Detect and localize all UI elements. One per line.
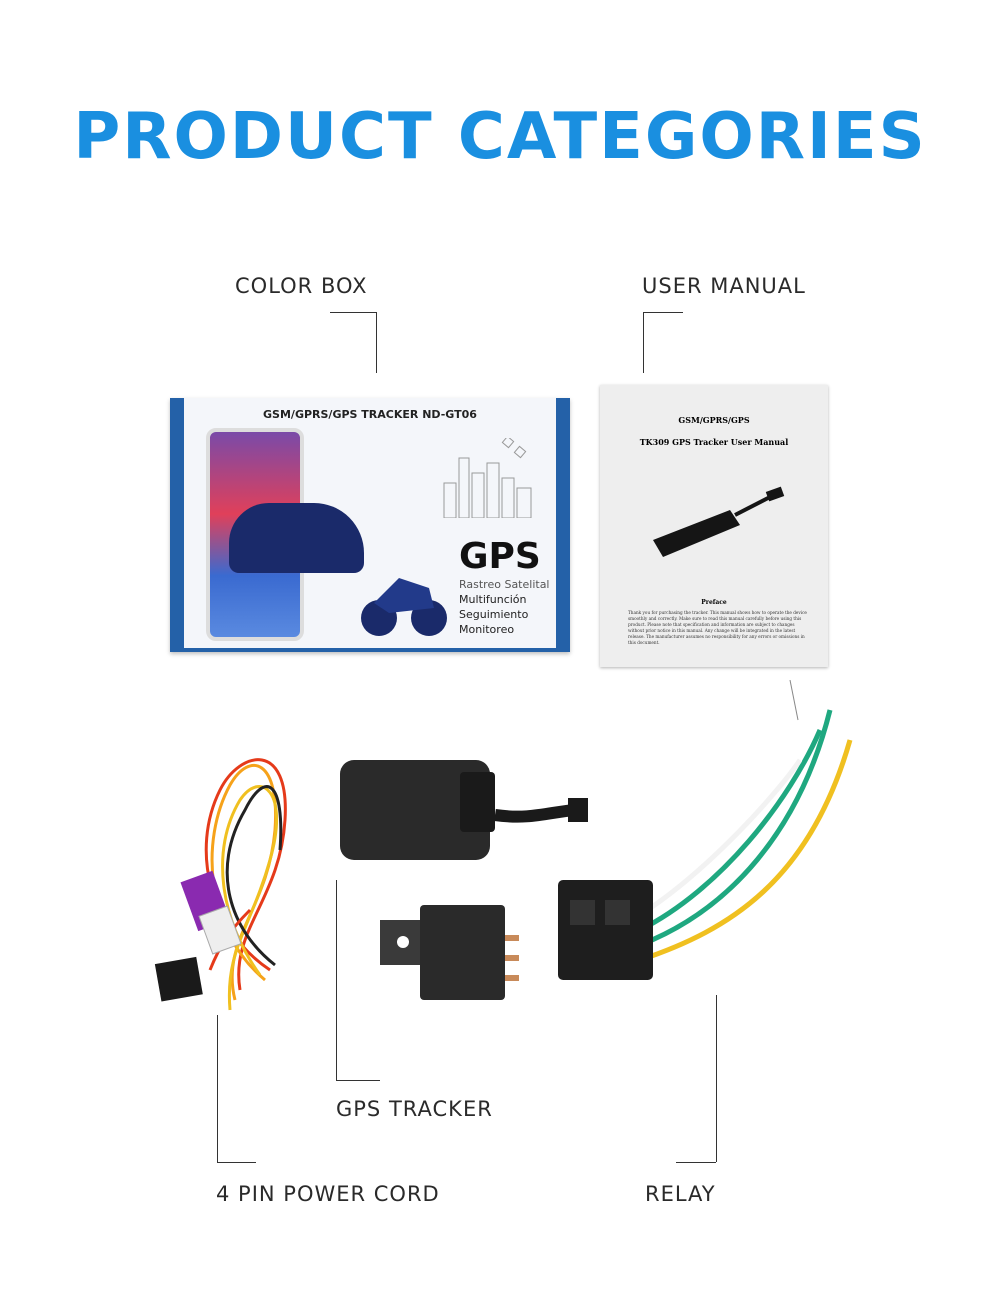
leader-line <box>376 312 377 373</box>
user-manual-image: GSM/GPRS/GPS TK309 GPS Tracker User Manu… <box>600 385 828 667</box>
box-heading: GSM/GPRS/GPS TRACKER ND-GT06 <box>263 408 477 421</box>
leader-line <box>336 1080 380 1081</box>
manual-section: Preface <box>701 599 727 606</box>
relay-image <box>380 905 519 1000</box>
leader-line <box>643 312 683 313</box>
label-color-box: COLOR BOX <box>235 274 368 298</box>
box-line: Multifunción <box>459 593 527 606</box>
power-cord-image <box>154 758 287 1011</box>
manual-body: Thank you for purchasing the tracker. Th… <box>628 610 807 645</box>
leader-line <box>217 1162 256 1163</box>
box-gps-text: GPS <box>459 536 541 577</box>
color-box-image: GSM/GPRS/GPS TRACKER ND-GT06 GPS Rastreo… <box>170 398 570 652</box>
gps-tracker-image <box>340 760 588 860</box>
leader-line <box>716 995 717 1162</box>
box-line: Rastreo Satelital <box>459 578 550 591</box>
box-line: Monitoreo <box>459 623 515 636</box>
label-user-manual: USER MANUAL <box>642 274 806 298</box>
leader-line <box>217 1015 218 1162</box>
leader-line <box>676 1162 716 1163</box>
motorcycle-illustration <box>361 578 447 636</box>
manual-title: TK309 GPS Tracker User Manual <box>639 437 789 447</box>
leader-line <box>643 312 644 373</box>
label-gps-tracker: GPS TRACKER <box>336 1097 493 1121</box>
manual-line: GSM/GPRS/GPS <box>678 415 750 425</box>
leader-line <box>330 312 376 313</box>
leader-line <box>336 880 337 1080</box>
box-line: Seguimiento <box>459 608 529 621</box>
relay-socket-image <box>558 680 853 980</box>
city-skyline-illustration <box>443 438 532 518</box>
car-illustration <box>229 503 364 573</box>
tracker-photo <box>653 486 785 557</box>
page-title: PRODUCT CATEGORIES <box>73 100 927 174</box>
label-relay: RELAY <box>645 1182 716 1206</box>
label-power-cord: 4 PIN POWER CORD <box>216 1182 440 1206</box>
